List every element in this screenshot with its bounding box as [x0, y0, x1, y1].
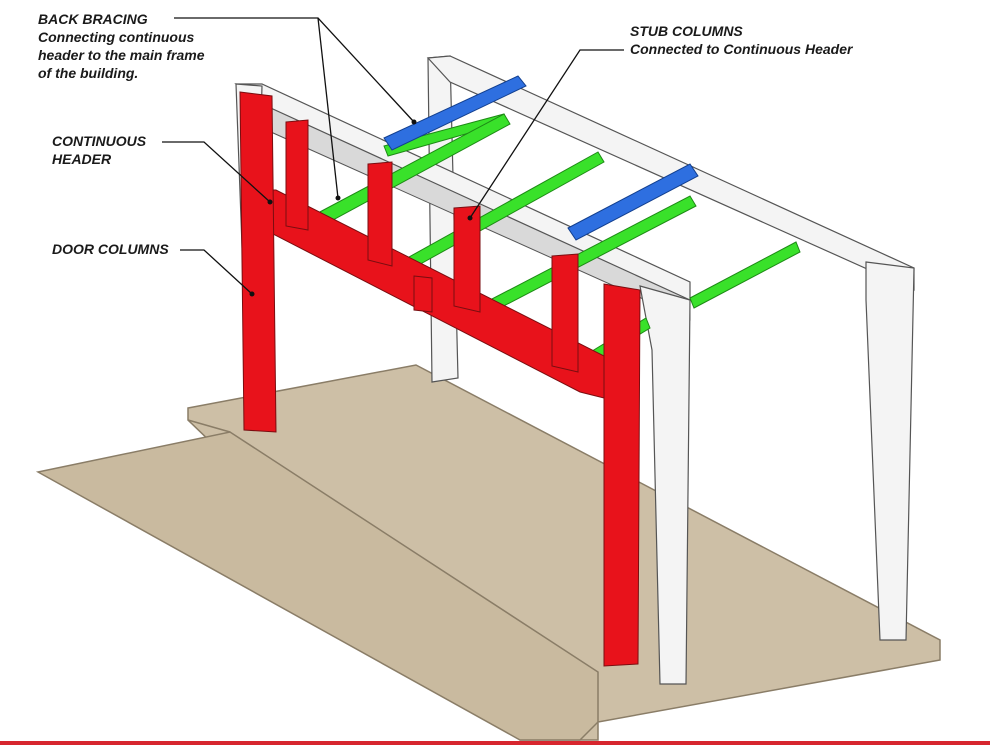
label-back-bracing-line: of the building.	[38, 65, 139, 81]
leader-continuous-header	[162, 141, 271, 203]
stub-column	[551, 253, 579, 373]
label-continuous-header: CONTINUOUS HEADER	[52, 132, 146, 168]
rear-frame-column-right	[865, 261, 915, 641]
leader-dot	[249, 291, 255, 297]
floor-slab	[35, 364, 941, 741]
label-back-bracing: BACK BRACING Connecting continuous heade…	[38, 10, 205, 82]
back-brace	[383, 75, 527, 151]
leader-stub-columns	[469, 49, 624, 219]
label-continuous-header-line: HEADER	[52, 151, 112, 167]
leader-lines	[162, 17, 624, 295]
leader-end-dots	[249, 119, 473, 297]
leader-dot	[267, 199, 273, 205]
leader-back-bracing	[317, 17, 339, 199]
stub-column	[367, 161, 393, 267]
label-back-bracing-line: header to the main frame	[38, 47, 205, 63]
door-column-left	[239, 91, 277, 433]
leader-door-columns	[180, 249, 253, 295]
floor-joint	[187, 419, 231, 433]
label-stub-columns-title: STUB COLUMNS	[630, 23, 743, 39]
label-back-bracing-title: BACK BRACING	[38, 11, 148, 27]
label-continuous-header-line: CONTINUOUS	[52, 133, 147, 149]
label-back-bracing-line: Connecting continuous	[38, 29, 195, 45]
door-column-right	[603, 283, 641, 667]
door-columns	[239, 91, 641, 667]
front-frame-column-right	[639, 285, 691, 685]
leader-dot	[411, 119, 417, 125]
back-bracing	[383, 75, 699, 241]
header-splice-plate	[413, 275, 433, 313]
back-brace	[567, 163, 699, 241]
leader-dot	[335, 195, 341, 201]
label-stub-columns-line: Connected to Continuous Header	[630, 41, 853, 57]
stub-columns	[285, 119, 579, 373]
stub-column	[285, 119, 309, 231]
label-door-columns-title: DOOR COLUMNS	[52, 241, 169, 257]
label-stub-columns: STUB COLUMNS Connected to Continuous Hea…	[630, 22, 852, 58]
purlin	[689, 241, 801, 309]
bottom-rule	[0, 741, 990, 745]
purlins	[315, 113, 801, 367]
stub-column	[453, 205, 481, 313]
leader-dot	[467, 215, 473, 221]
label-door-columns: DOOR COLUMNS	[52, 240, 169, 258]
